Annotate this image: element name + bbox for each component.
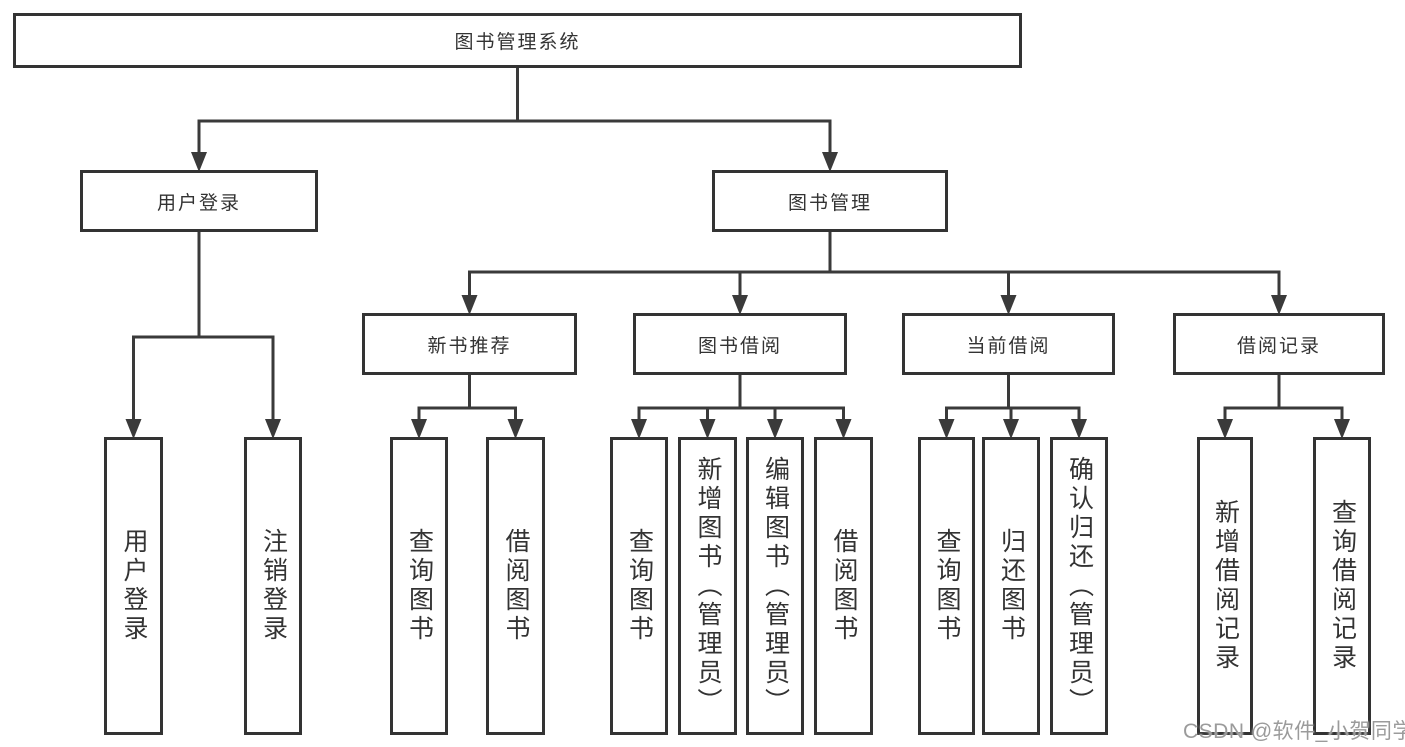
node-edit-book-admin: 编辑图书（管理员） — [746, 437, 804, 735]
node-new-book-recommend: 新书推荐 — [362, 313, 577, 375]
node-logout: 注销登录 — [244, 437, 302, 735]
node-user-login-leaf: 用户登录 — [104, 437, 163, 735]
node-add-book-admin: 新增图书（管理员） — [678, 437, 737, 735]
node-current-borrow: 当前借阅 — [902, 313, 1115, 375]
node-book-management: 图书管理 — [712, 170, 948, 232]
node-return-books: 归还图书 — [982, 437, 1040, 735]
node-borrow-books-borrow: 借阅图书 — [814, 437, 873, 735]
node-query-books-borrow: 查询图书 — [610, 437, 668, 735]
node-borrow-books-recommend: 借阅图书 — [486, 437, 545, 735]
watermark: CSDN @软件_小贺同学 — [1183, 720, 1405, 743]
node-confirm-return-admin: 确认归还（管理员） — [1050, 437, 1108, 735]
node-add-borrow-record: 新增借阅记录 — [1197, 437, 1253, 735]
node-query-books-recommend: 查询图书 — [390, 437, 448, 735]
node-borrow-records: 借阅记录 — [1173, 313, 1385, 375]
node-book-borrow: 图书借阅 — [633, 313, 847, 375]
node-library-system: 图书管理系统 — [13, 13, 1022, 68]
node-query-books-current: 查询图书 — [918, 437, 975, 735]
node-user-login: 用户登录 — [80, 170, 318, 232]
node-query-borrow-record: 查询借阅记录 — [1313, 437, 1371, 735]
